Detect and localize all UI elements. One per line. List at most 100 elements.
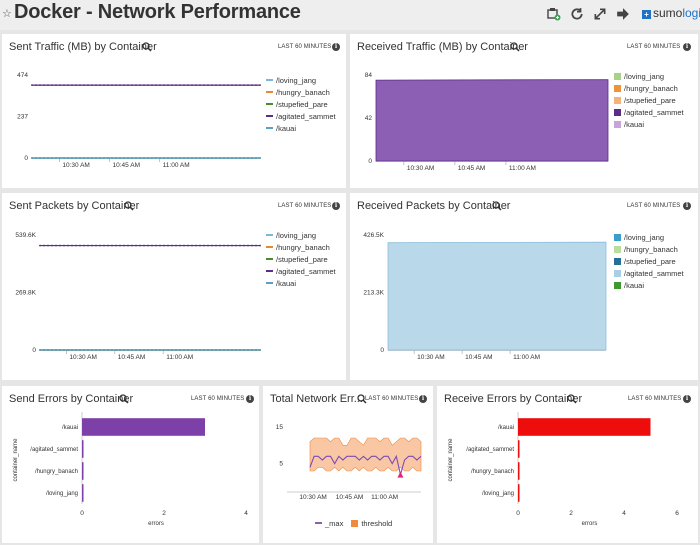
info-icon[interactable]: i — [419, 395, 427, 403]
data-point — [247, 84, 249, 87]
legend-item[interactable]: /stupefied_pare — [266, 253, 336, 265]
data-point — [83, 349, 85, 351]
data-point — [63, 84, 65, 87]
legend-item[interactable]: /kauai — [614, 118, 684, 130]
legend-item[interactable]: /agitated_sammet — [266, 110, 336, 122]
data-point — [139, 157, 141, 159]
share-icon[interactable] — [616, 7, 630, 21]
data-point — [231, 244, 233, 247]
legend-item[interactable]: /loving_jang — [614, 70, 684, 82]
legend-label: /loving_jang — [624, 232, 665, 242]
x-tick-label: 10:45 AM — [118, 354, 145, 361]
info-icon[interactable]: i — [332, 43, 340, 51]
legend-item[interactable]: /loving_jang — [266, 229, 336, 241]
data-point — [47, 84, 49, 87]
legend-item[interactable]: /stupefied_pare — [614, 255, 684, 267]
data-point — [51, 349, 53, 351]
x-tick-label: 2 — [162, 510, 166, 517]
data-point — [43, 244, 45, 247]
zoom-icon[interactable] — [567, 394, 577, 404]
y-tick-label: 0 — [368, 158, 372, 165]
legend-item[interactable]: /agitated_sammet — [614, 106, 684, 118]
refresh-icon[interactable] — [570, 7, 584, 21]
info-icon[interactable]: i — [683, 43, 691, 51]
data-point — [167, 349, 169, 351]
info-icon[interactable]: i — [683, 202, 691, 210]
favorite-star-icon[interactable]: ☆ — [2, 7, 12, 20]
legend-label: /stupefied_pare — [276, 254, 328, 264]
info-icon[interactable]: i — [683, 395, 691, 403]
fullscreen-icon[interactable] — [593, 7, 607, 21]
zoom-icon[interactable] — [119, 394, 129, 404]
legend-swatch — [266, 103, 273, 105]
data-point — [179, 244, 181, 247]
time-range-label[interactable]: LAST 60 MINUTES — [628, 396, 682, 402]
add-to-library-icon[interactable] — [547, 7, 561, 21]
data-point — [167, 84, 169, 87]
data-point — [223, 84, 225, 87]
legend-item[interactable]: /kauai — [266, 277, 336, 289]
x-tick-label: 4 — [244, 510, 248, 517]
data-point — [199, 349, 201, 351]
time-range-label[interactable]: LAST 60 MINUTES — [365, 396, 419, 402]
bar — [82, 418, 205, 436]
x-tick-label: 11:00 AM — [166, 354, 193, 361]
legend-item[interactable]: /loving_jang — [614, 231, 684, 243]
data-point — [47, 349, 49, 351]
time-range-label[interactable]: LAST 60 MINUTES — [627, 203, 681, 209]
data-point — [123, 244, 125, 247]
legend-item[interactable]: /stupefied_pare — [266, 98, 336, 110]
legend-item[interactable]: /kauai — [614, 279, 684, 291]
zoom-icon[interactable] — [142, 42, 152, 52]
time-range-label[interactable]: LAST 60 MINUTES — [278, 44, 332, 50]
data-point — [75, 244, 77, 247]
zoom-icon[interactable] — [510, 42, 520, 52]
time-range-label[interactable]: LAST 60 MINUTES — [627, 44, 681, 50]
data-point — [87, 84, 89, 87]
legend-label: /agitated_sammet — [276, 111, 336, 121]
zoom-icon[interactable] — [124, 201, 134, 211]
legend-item[interactable]: /stupefied_pare — [614, 94, 684, 106]
data-point — [139, 349, 141, 351]
legend-item[interactable]: /kauai — [266, 122, 336, 134]
legend-item[interactable]: /loving_jang — [266, 74, 336, 86]
legend-item[interactable]: /hungry_banach — [614, 243, 684, 255]
data-point — [251, 244, 253, 247]
data-point — [215, 157, 217, 159]
data-point — [191, 157, 193, 159]
data-point — [207, 157, 209, 159]
legend-item[interactable]: /agitated_sammet — [266, 265, 336, 277]
time-range-label[interactable]: LAST 60 MINUTES — [191, 396, 245, 402]
data-point — [131, 349, 133, 351]
sumologic-logo-icon: + — [642, 10, 651, 19]
legend-item[interactable]: /hungry_banach — [614, 82, 684, 94]
data-point — [171, 84, 173, 87]
data-point — [239, 157, 241, 159]
info-icon[interactable]: i — [246, 395, 254, 403]
y-tick-label: 15 — [276, 424, 284, 431]
data-point — [207, 349, 209, 351]
legend-item[interactable]: /agitated_sammet — [614, 267, 684, 279]
legend-item-threshold[interactable]: threshold — [351, 517, 392, 529]
zoom-icon[interactable] — [357, 394, 367, 404]
x-tick-label: 0 — [516, 510, 520, 517]
data-point — [135, 244, 137, 247]
data-point — [111, 349, 113, 351]
data-point — [247, 244, 249, 247]
data-point — [59, 349, 61, 351]
time-range-label[interactable]: LAST 60 MINUTES — [278, 203, 332, 209]
x-axis-label: errors — [582, 521, 598, 527]
data-point — [67, 244, 69, 247]
legend-item[interactable]: /hungry_banach — [266, 86, 336, 98]
y-tick-label: 0 — [32, 347, 36, 354]
data-point — [43, 349, 45, 351]
data-point — [107, 84, 109, 87]
bar — [518, 462, 520, 480]
legend-item-max[interactable]: _max — [315, 517, 343, 529]
data-point — [183, 157, 185, 159]
legend-item[interactable]: /hungry_banach — [266, 241, 336, 253]
info-icon[interactable]: i — [332, 202, 340, 210]
zoom-icon[interactable] — [492, 201, 502, 211]
